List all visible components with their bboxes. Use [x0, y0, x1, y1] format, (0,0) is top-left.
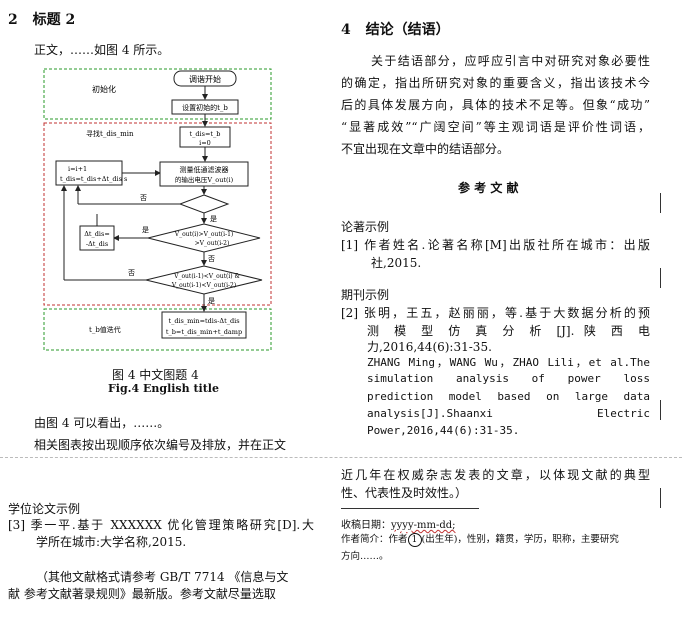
decision-diamond-1	[147, 223, 261, 253]
iter-region	[43, 308, 272, 351]
continued-line-2: 性、代表性及时效性。）	[341, 486, 468, 500]
delta-text-2: -Δt_dis	[86, 240, 108, 248]
figure-caption-cn: 图 4 中文图题 4	[112, 368, 199, 382]
received-value: yyyy-mm-dd;	[391, 520, 456, 531]
section-heading-2: 2 标题 2	[8, 9, 75, 29]
note-line-2: 献 参考文献著录规则》最新版。参考文献尽量选取	[8, 587, 276, 601]
received-date: 收稿日期：yyyy-mm-dd;	[341, 516, 456, 531]
section-heading-4: 4 结论（结语）	[341, 19, 450, 39]
body-paragraph-2: 由图 4 可以看出，……。	[34, 416, 170, 430]
start-text: 调谐开始	[189, 74, 221, 84]
delta-text-1: Δt_dis=	[84, 230, 110, 238]
margin-marker	[660, 268, 661, 288]
footnote-rule	[341, 508, 479, 509]
author-line-2: 方向……。	[341, 551, 389, 562]
yes-label-1: 是	[142, 226, 149, 234]
cond1-text-1: V_out(i)>V_out(i-1)	[174, 231, 234, 238]
conclusion-line-5: 不宜出现在文章中的结语部分。	[341, 142, 510, 156]
conclusion-line-2: 的确定，指出所研究对象的重要含义，指出该技术今	[341, 76, 650, 90]
body-paragraph-3: 相关图表按出现顺序依次编号及排放，并在正文	[34, 438, 287, 452]
received-label: 收稿日期：	[341, 520, 391, 531]
ref-2-line-7: analysis[J].Shaanxi Electric	[367, 407, 650, 420]
yes-label-2: 是	[208, 297, 215, 305]
ref-3-line-2: 学所在城市:大学名称,2015.	[36, 535, 187, 549]
ref-2-line-1: [2] 张明，王五，赵丽丽，等.基于大数据分析的预	[341, 306, 650, 320]
cond2-text-2: V_out(i-1)<V_out(i-2)	[171, 282, 236, 289]
page-break-separator	[0, 457, 682, 458]
section-title-4: 结论（结语）	[365, 22, 450, 38]
conclusion-line-1: 关于结语部分，应呼应引言中对研究对象必要性	[371, 54, 650, 68]
ref-3-line-1: [3] 季一平.基于 XXXXXX 优化管理策略研究[D].大	[8, 518, 314, 532]
journal-heading: 期刊示例	[341, 288, 390, 302]
monograph-heading: 论著示例	[341, 220, 390, 234]
init-label: 初始化	[92, 84, 116, 94]
final-text-2: t_b=t_dis_min+t_damp	[166, 328, 242, 336]
ref-1-line-1: [1] 作者姓名.论著名称[M]出版社所在城市：出版	[341, 238, 650, 252]
cond2-text-1: V_out(i-1)<V_out(i) &	[173, 273, 240, 280]
flowchart-figure: 初始化 寻找t_dis_min t_b值迭代 调谐开始 设置初始的t_b t_d…	[43, 68, 272, 351]
thesis-heading: 学位论文示例	[8, 502, 81, 516]
section-title: 标题 2	[32, 12, 76, 28]
note-line-1: （其他文献格式请参考 GB/T 7714 《信息与文	[36, 570, 289, 584]
ref-2-line-4: ZHANG Ming，WANG Wu，ZHAO Lili，et al.The	[367, 356, 650, 369]
iter-label: t_b值迭代	[89, 325, 121, 334]
set-init-text: 设置初始的t_b	[182, 103, 228, 112]
increment-text-1: i=i+1	[68, 165, 87, 173]
author-detail: (出生年)，性别，籍贯，学历，职称，主要研究	[421, 534, 619, 545]
measure-text-1: 测量低通滤波器	[180, 165, 229, 174]
assign-text-2: i=0	[199, 139, 211, 147]
figure-caption-en: Fig.4 English title	[108, 382, 219, 395]
ref-2-line-6: prediction model based on large data	[367, 390, 650, 403]
yes-label-0: 是	[210, 215, 217, 223]
decision-diamond-0	[178, 194, 230, 214]
continued-line-1: 近几年在权威杂志发表的文章，以体现文献的典型	[341, 468, 650, 482]
margin-marker	[660, 488, 661, 508]
margin-marker	[660, 193, 661, 213]
delta-box	[79, 225, 115, 251]
assign-text-1: t_dis=t_b	[190, 130, 221, 138]
section-number-4: 4	[341, 22, 351, 38]
decision-diamond-2	[145, 265, 263, 295]
final-text-1: t_dis_min=tdis-Δt_dis	[168, 317, 239, 325]
no-label-1: 否	[140, 194, 147, 202]
seek-label: 寻找t_dis_min	[86, 129, 134, 138]
conclusion-line-3: 后的具体发展方向，具体的技术不足等。但象“成功”	[341, 98, 650, 112]
ref-2-line-3: 力,2016,44(6):31-35.	[367, 340, 492, 354]
circled-number: 1	[407, 533, 422, 547]
section-number: 2	[8, 12, 18, 28]
final-box	[161, 311, 247, 339]
conclusion-line-4: “显著成效”“广阔空间”等主观词语是评价性词语，	[341, 120, 650, 134]
author-label: 作者简介：作者	[341, 534, 408, 545]
no-label-2: 否	[208, 255, 215, 263]
ref-2-line-2: 测 模 型 仿 真 分 析 [J]. 陕 西 电	[367, 324, 650, 338]
measure-text-2: 的输出电压V_out(i)	[175, 175, 234, 184]
margin-marker	[660, 400, 661, 420]
ref-1-line-2: 社,2015.	[371, 256, 422, 270]
cond1-text-2: >V_out(i-2)	[195, 240, 230, 247]
seek-region	[43, 122, 272, 306]
body-paragraph: 正文，……如图 4 所示。	[34, 43, 170, 57]
ref-2-line-8: Power,2016,44(6):31-35.	[367, 424, 520, 437]
init-region	[43, 68, 272, 120]
increment-text-2: t_dis=t_dis+Δt_dis s	[60, 175, 127, 183]
no-label-3: 否	[128, 269, 135, 277]
ref-2-line-5: simulation analysis of power loss	[367, 372, 650, 385]
references-title: 参 考 文 献	[458, 181, 519, 195]
